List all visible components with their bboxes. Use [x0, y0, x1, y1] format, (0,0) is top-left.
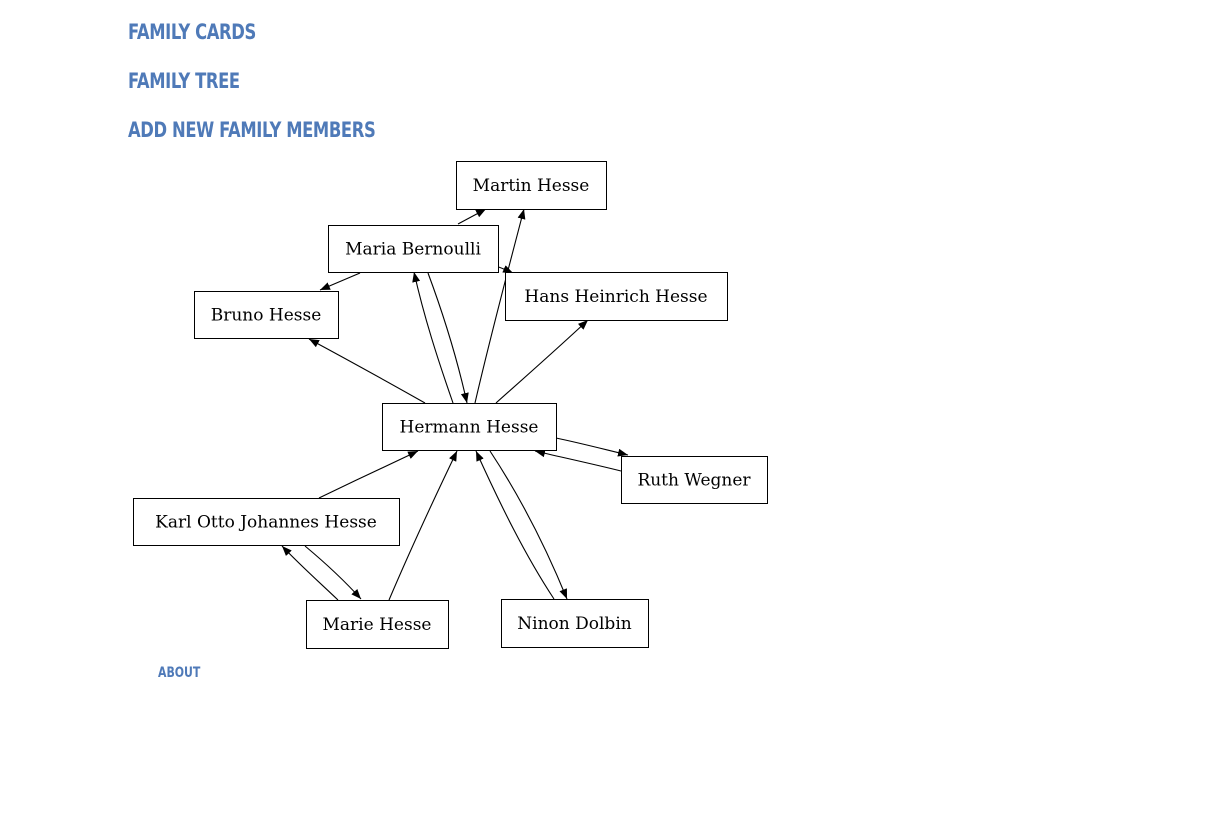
- edge-ninon-to-hermann: [475, 450, 555, 600]
- tree-node-box: [328, 225, 499, 273]
- edge-hermann-to-ninon: [489, 450, 568, 600]
- edge-maria-to-bruno: [319, 272, 361, 291]
- tree-node-box: [456, 161, 607, 210]
- about-link[interactable]: About: [158, 665, 201, 681]
- tree-node-ruth[interactable]: Ruth Wegner: [621, 456, 768, 504]
- edge-karl-to-marie: [304, 545, 362, 600]
- tree-node-label: Martin Hesse: [473, 176, 590, 196]
- tree-node-label: Ruth Wegner: [637, 471, 751, 491]
- edge-maria-to-martin: [457, 208, 487, 225]
- tree-node-karl[interactable]: Karl Otto Johannes Hesse: [133, 498, 400, 546]
- tree-node-marie[interactable]: Marie Hesse: [306, 600, 449, 649]
- tree-node-label: Bruno Hesse: [211, 306, 322, 326]
- tree-node-bruno[interactable]: Bruno Hesse: [194, 291, 339, 339]
- tree-node-box: [306, 600, 449, 649]
- tree-node-box: [621, 456, 768, 504]
- tree-node-box: [194, 291, 339, 339]
- tree-node-hermann[interactable]: Hermann Hesse: [382, 403, 557, 451]
- edge-hermann-to-martin: [474, 208, 526, 404]
- edge-marie-to-karl: [281, 545, 339, 601]
- edge-hermann-to-hans: [495, 319, 589, 404]
- tree-node-label: Hans Heinrich Hesse: [524, 287, 707, 307]
- edge-hermann-to-maria: [412, 271, 454, 404]
- tree-node-box: [133, 498, 400, 546]
- tree-node-maria[interactable]: Maria Bernoulli: [328, 225, 499, 273]
- edge-ruth-to-hermann: [534, 449, 622, 472]
- tree-node-box: [505, 272, 728, 321]
- edge-marie-to-hermann: [388, 450, 458, 601]
- tree-node-hans[interactable]: Hans Heinrich Hesse: [505, 272, 728, 321]
- tree-node-label: Ninon Dolbin: [517, 614, 631, 634]
- tree-node-box: [382, 403, 557, 451]
- tree-node-ninon[interactable]: Ninon Dolbin: [501, 599, 649, 648]
- edge-maria-to-hermann: [427, 272, 469, 404]
- nav-link-add-family-members[interactable]: Add new family members: [128, 118, 376, 142]
- edge-karl-to-hermann: [318, 450, 419, 499]
- tree-node-martin[interactable]: Martin Hesse: [456, 161, 607, 210]
- tree-node-label: Karl Otto Johannes Hesse: [155, 513, 377, 533]
- edge-hermann-to-bruno: [308, 338, 426, 404]
- edge-hermann-to-ruth: [555, 437, 629, 457]
- tree-node-label: Maria Bernoulli: [345, 240, 481, 260]
- nav-link-family-tree[interactable]: Family Tree: [128, 69, 240, 93]
- nav-link-family-cards[interactable]: Family Cards: [128, 20, 256, 44]
- tree-node-label: Marie Hesse: [323, 615, 432, 635]
- tree-node-box: [501, 599, 649, 648]
- tree-node-label: Hermann Hesse: [400, 418, 539, 438]
